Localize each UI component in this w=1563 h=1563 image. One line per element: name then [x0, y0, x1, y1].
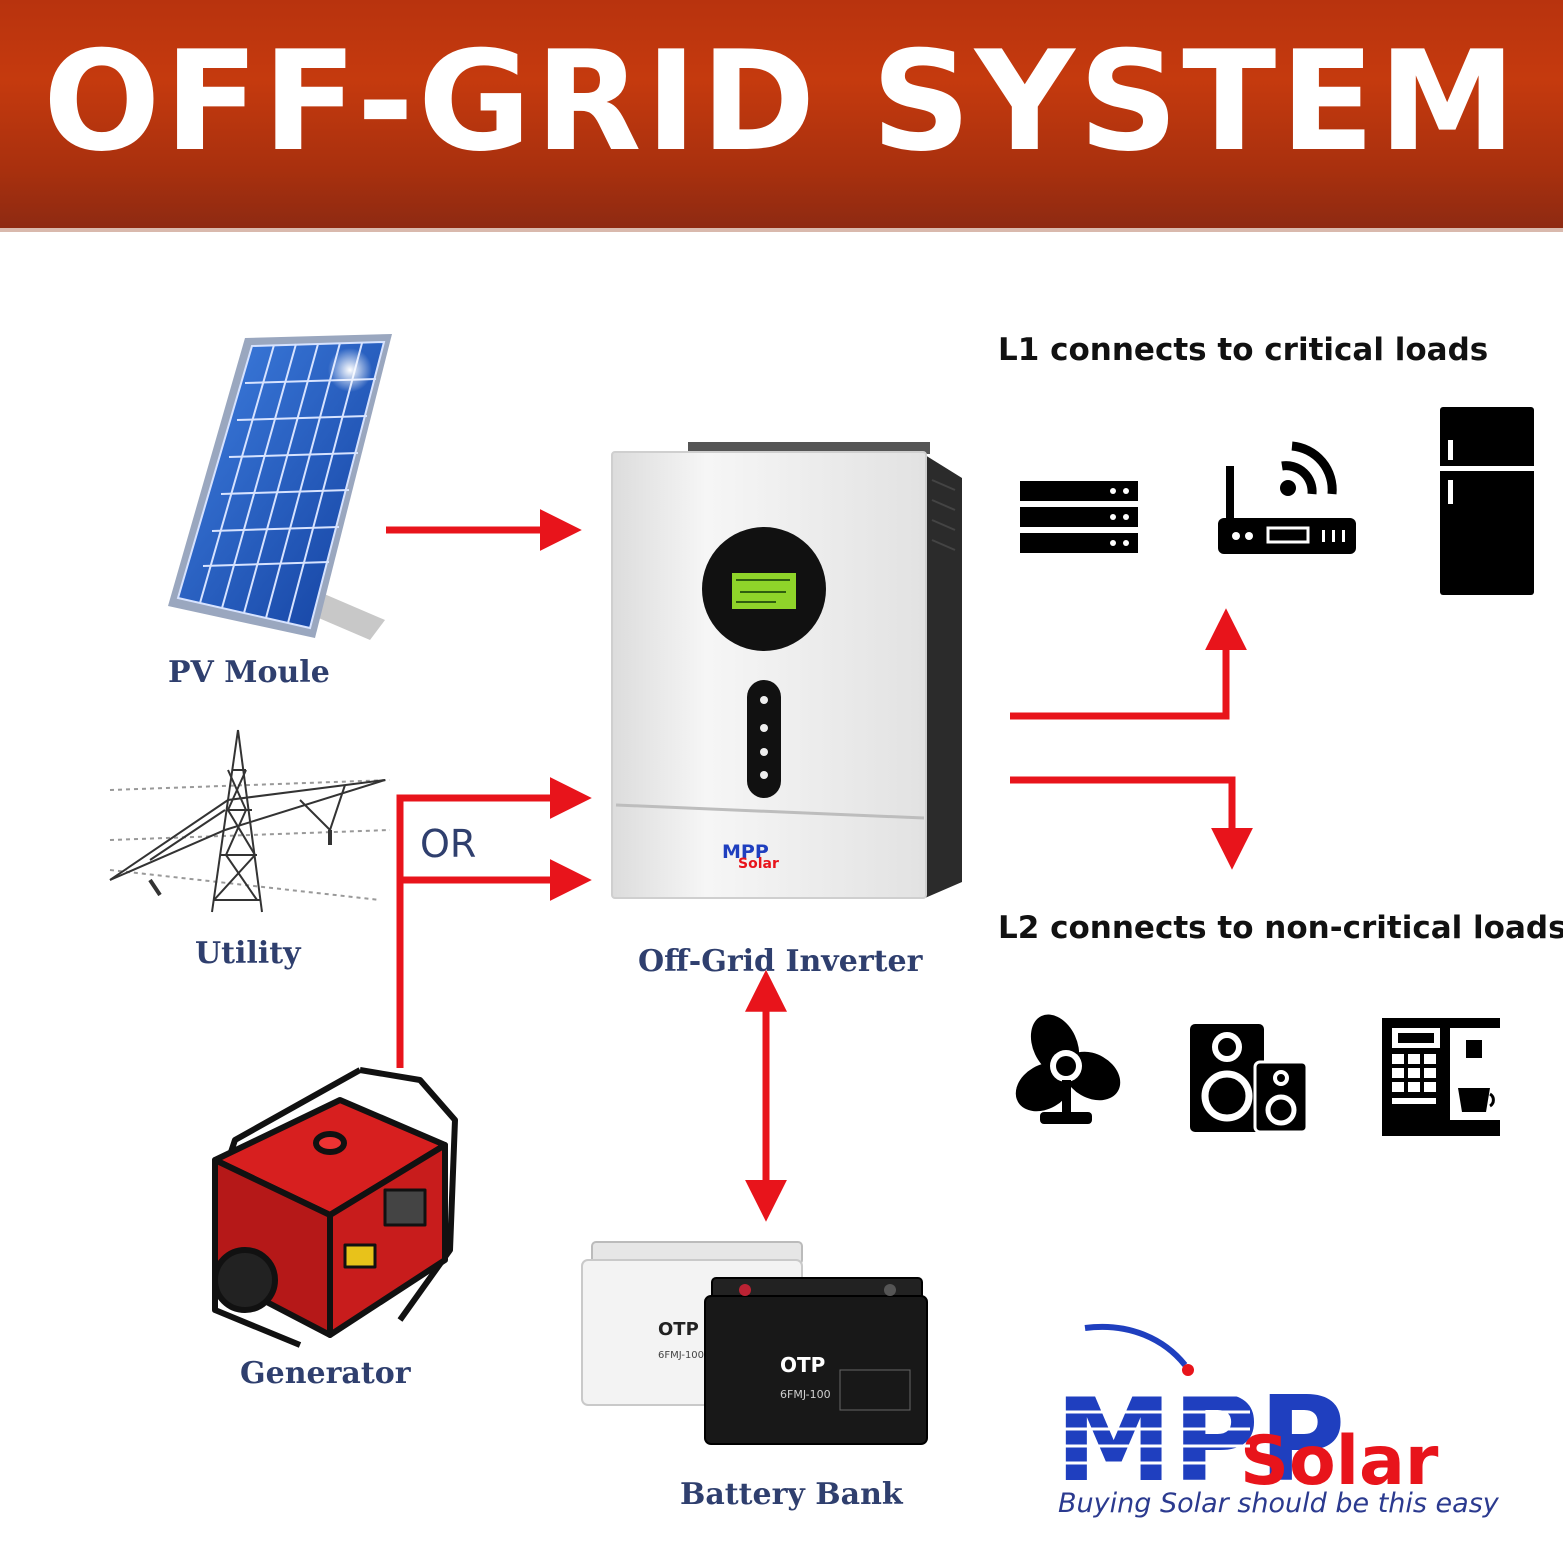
power-tower-icon: [109, 729, 391, 913]
title-banner: OFF-GRID SYSTEM: [0, 0, 1563, 228]
logo-tagline: Buying Solar should be this easy: [1058, 1488, 1499, 1519]
battery-icon: OTP 6FMJ-100 OTP 6FMJ-100: [581, 1241, 928, 1445]
battery-back-model: 6FMJ-100: [658, 1350, 704, 1361]
arrow-utility-to-inverter: [396, 777, 592, 1068]
inverter-icon: MPP Solar: [611, 442, 962, 899]
inverter-brand-line1: MPP: [722, 841, 769, 863]
pv-module-label: PV Moule: [168, 655, 330, 690]
banner-divider: [0, 228, 1563, 232]
wifi-router-icon: [1218, 441, 1356, 554]
refrigerator-icon: [1440, 407, 1534, 595]
inverter-brand-line2: Solar: [738, 856, 779, 872]
battery-bank-label: Battery Bank: [680, 1477, 903, 1512]
battery-front-brand: OTP: [780, 1353, 825, 1377]
solar-panel-icon: [168, 334, 392, 640]
logo-brand-line1: MPP: [1055, 1370, 1345, 1508]
battery-back-brand: OTP: [658, 1319, 699, 1340]
speaker-icon: [1190, 1024, 1309, 1134]
fan-icon: [1015, 1014, 1121, 1124]
inverter-label: Off-Grid Inverter: [638, 944, 923, 979]
page-title: OFF-GRID SYSTEM: [43, 21, 1520, 182]
coffee-machine-icon: [1382, 1018, 1500, 1136]
utility-label: Utility: [195, 936, 301, 971]
battery-front-model: 6FMJ-100: [780, 1388, 831, 1401]
logo-brand-line2: Solar: [1240, 1422, 1439, 1501]
or-label: OR: [420, 822, 477, 866]
arrow-to-l2: [1010, 776, 1253, 870]
generator-icon: [212, 1067, 458, 1348]
l2-heading: L2 connects to non-critical loads: [998, 910, 1563, 946]
mpp-solar-logo: MPP Solar: [1055, 1323, 1439, 1508]
generator-label: Generator: [240, 1356, 411, 1391]
flow-arrows: [386, 509, 1253, 1222]
l1-heading: L1 connects to critical loads: [998, 332, 1489, 368]
server-icon: [1020, 481, 1138, 553]
arrow-to-l1: [1010, 608, 1247, 720]
